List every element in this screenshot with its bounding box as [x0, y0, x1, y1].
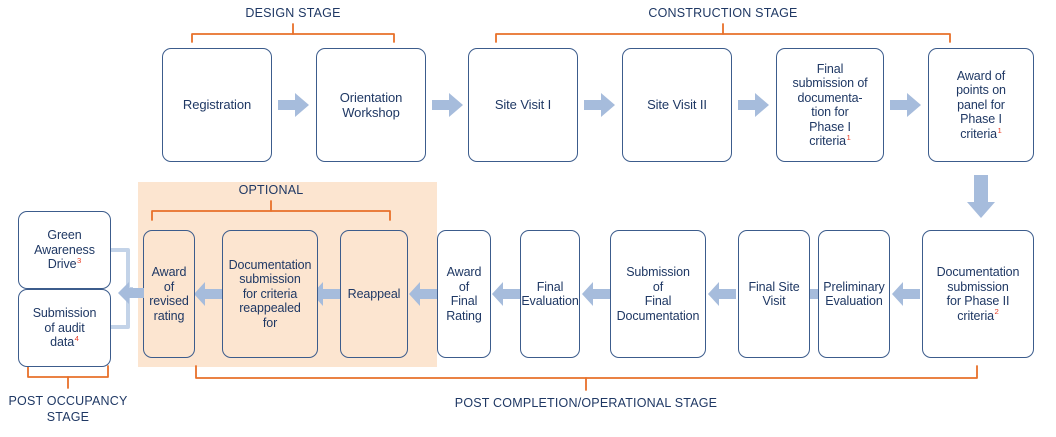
box-reappeal[interactable]: Reappeal — [340, 230, 408, 358]
box-documentation-reappeal-label: Documentation submission for criteria re… — [228, 257, 312, 330]
arrow-submissionfinaldoc-to-finalevaluation — [582, 282, 610, 306]
footnote-marker-1b: 1 — [997, 125, 1002, 135]
stage-label-post-completion: POST COMPLETION/OPERATIONAL STAGE — [454, 396, 718, 410]
box-final-submission-phase-1[interactable]: Final submission of documenta- tion for … — [776, 48, 884, 162]
box-submission-audit-data[interactable]: Submission of audit data4 — [18, 289, 111, 367]
arrow-awardfinalrating-to-reappeal — [409, 282, 437, 306]
box-submission-final-documentation-label: Submission of Final Documentation — [616, 265, 700, 323]
box-site-visit-1-label: Site Visit I — [494, 97, 552, 113]
box-submission-audit-data-label: Submission of audit data4 — [32, 306, 97, 350]
box-award-points-phase-1[interactable]: Award of points on panel for Phase I cri… — [928, 48, 1034, 162]
box-site-visit-2-label: Site Visit II — [647, 97, 707, 113]
box-final-site-visit[interactable]: Final Site Visit — [738, 230, 810, 358]
arrow-awardpoints-to-docphase2-down — [966, 175, 996, 219]
box-orientation-workshop[interactable]: Orientation Workshop — [316, 48, 426, 162]
box-preliminary-evaluation-label: Preliminary Evaluation — [823, 279, 885, 309]
box-documentation-reappeal[interactable]: Documentation submission for criteria re… — [222, 230, 318, 358]
footnote-marker-3: 3 — [76, 256, 82, 266]
arrow-reappeal-to-docreappeal — [312, 282, 340, 306]
footnote-marker-4: 4 — [74, 334, 79, 344]
box-documentation-phase-2-label: Documentation submission for Phase II cr… — [936, 265, 1020, 323]
box-award-revised-rating-label: Award of revised rating — [149, 265, 189, 323]
arrow-postoccupancy-to-awardrevised — [118, 282, 144, 304]
arrow-finalevaluation-to-awardfinalrating — [492, 282, 520, 306]
box-documentation-phase-2[interactable]: Documentation submission for Phase II cr… — [922, 230, 1034, 358]
box-registration[interactable]: Registration — [162, 48, 272, 162]
arrow-orientation-to-sitevisit1 — [432, 93, 464, 117]
box-award-final-rating-label: Award of Final Rating — [446, 265, 482, 323]
box-award-final-rating[interactable]: Award of Final Rating — [437, 230, 491, 358]
box-award-revised-rating[interactable]: Award of revised rating — [143, 230, 195, 358]
box-registration-label: Registration — [182, 97, 252, 113]
box-submission-final-documentation[interactable]: Submission of Final Documentation — [610, 230, 706, 358]
footnote-marker-1: 1 — [846, 132, 851, 142]
box-green-awareness-drive-label: Green Awareness Drive3 — [34, 228, 95, 272]
arrow-registration-to-orientation — [278, 93, 310, 117]
box-award-points-phase-1-label: Award of points on panel for Phase I cri… — [956, 68, 1006, 141]
box-orientation-workshop-label: Orientation Workshop — [339, 89, 403, 120]
arrow-docreappeal-to-awardrevised — [194, 282, 222, 306]
box-preliminary-evaluation[interactable]: Preliminary Evaluation — [818, 230, 890, 358]
box-green-awareness-drive[interactable]: Green Awareness Drive3 — [18, 211, 111, 289]
box-final-submission-phase-1-label: Final submission of documenta- tion for … — [792, 61, 868, 149]
arrow-docphase2-to-preliminary — [892, 282, 920, 306]
stage-label-optional: OPTIONAL — [238, 183, 304, 197]
stage-label-post-occupancy-line1: POST OCCUPANCY — [8, 394, 128, 408]
arrow-finalsubmission-to-awardpoints — [890, 93, 922, 117]
box-site-visit-2[interactable]: Site Visit II — [622, 48, 732, 162]
stage-label-post-occupancy: POST OCCUPANCY STAGE — [0, 394, 136, 425]
box-final-evaluation[interactable]: Final Evaluation — [520, 230, 580, 358]
arrow-sitevisit1-to-sitevisit2 — [584, 93, 616, 117]
stage-label-design: DESIGN STAGE — [245, 6, 341, 20]
arrow-finalsitevisit-to-submissionfinaldoc — [708, 282, 736, 306]
arrow-sitevisit2-to-finalsubmission — [738, 93, 770, 117]
box-site-visit-1[interactable]: Site Visit I — [468, 48, 578, 162]
stage-label-post-occupancy-line2: STAGE — [46, 409, 90, 424]
box-reappeal-label: Reappeal — [347, 286, 401, 301]
box-final-site-visit-label: Final Site Visit — [748, 279, 800, 309]
stage-label-construction: CONSTRUCTION STAGE — [648, 6, 798, 20]
footnote-marker-2: 2 — [994, 307, 999, 317]
box-final-evaluation-label: Final Evaluation — [521, 279, 579, 309]
